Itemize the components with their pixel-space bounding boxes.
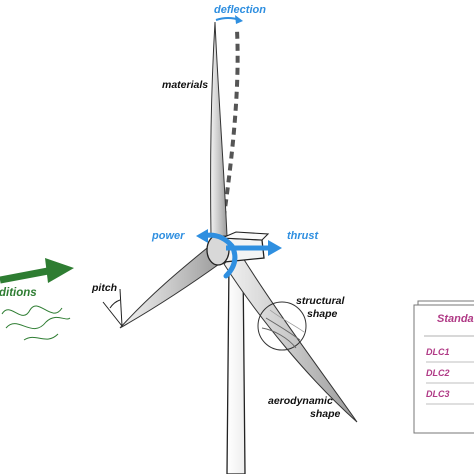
standards-title: Standa xyxy=(437,313,474,325)
tower xyxy=(226,261,246,474)
standards-item-dlc1: DLC1 xyxy=(426,347,450,357)
deflection-arrowhead xyxy=(235,15,243,24)
standards-item-dlc3: DLC3 xyxy=(426,389,450,399)
label-materials: materials xyxy=(162,79,208,91)
blade-lower-right xyxy=(223,249,358,423)
blade-left xyxy=(119,243,223,329)
wind-gust-icon xyxy=(1,305,71,341)
label-pitch: pitch xyxy=(91,282,117,294)
label-power: power xyxy=(151,230,185,242)
label-aerodynamic-line1: aerodynamic xyxy=(268,395,333,407)
standards-panel: Standa DLC1 DLC2 DLC3 xyxy=(413,300,474,434)
power-arrowhead xyxy=(196,229,208,243)
wind-arrow-icon xyxy=(0,267,49,284)
label-structural-line1: structural xyxy=(296,295,346,307)
label-structural-line2: shape xyxy=(307,308,338,320)
wind-arrowhead xyxy=(45,258,74,283)
standards-item-dlc2: DLC2 xyxy=(426,368,450,378)
blade-upper xyxy=(210,21,228,237)
thrust-arrowhead xyxy=(268,240,282,256)
structural-section xyxy=(257,301,307,351)
label-thrust: thrust xyxy=(287,230,320,242)
label-wind-conditions: ditions xyxy=(0,287,37,299)
label-aerodynamic-line2: shape xyxy=(310,408,341,420)
label-deflection: deflection xyxy=(214,4,266,16)
pitch-angle-indicator xyxy=(102,288,123,327)
